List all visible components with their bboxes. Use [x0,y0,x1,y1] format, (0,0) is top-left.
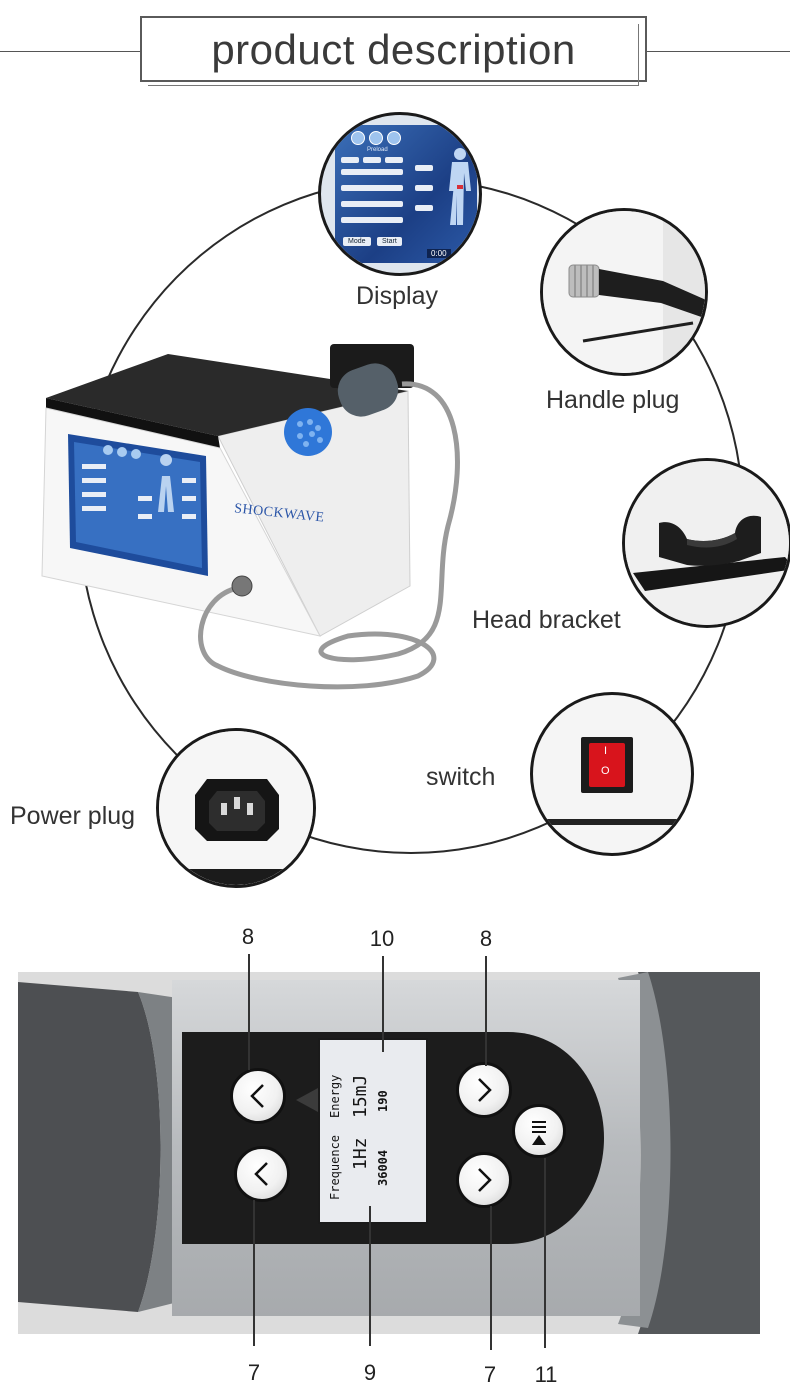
oled-frequency-value: 1Hz [350,1137,371,1170]
label-handle-plug: Handle plug [546,386,680,414]
touch-screen: Preload Mode Start 0:00 [335,125,477,263]
body-figure-icon [449,148,471,225]
header-frame: product description [140,16,647,86]
screen-side-button [415,205,433,211]
chevron-right-icon [478,1078,492,1102]
leader-line [544,1158,546,1348]
screen-start-button: Start [377,237,402,246]
menu-play-icon [532,1121,546,1145]
switch-off-mark: O [601,765,610,777]
label-display: Display [356,282,438,310]
page-title: product description [211,26,576,73]
oled-frequency-label: Frequence [328,1134,342,1200]
power-socket-icon [159,731,313,885]
label-switch: switch [426,763,496,791]
label-power-plug: Power plug [10,802,136,830]
screen-setting-row [341,217,403,223]
head-bracket-icon [625,461,789,625]
callout-10: 10 [369,926,395,951]
frequency-increase-button[interactable] [456,1152,512,1208]
switch-base-edge [533,819,691,825]
device-image: SHOCKWAVE [38,336,508,716]
energy-increase-button[interactable] [456,1062,512,1118]
leader-line [248,954,250,1070]
screen-mode-button: Mode [343,237,371,246]
switch-detail: I O [530,692,694,856]
label-head-bracket: Head bracket [472,606,621,634]
callout-8-right: 8 [479,926,493,951]
callout-11: 11 [534,1362,558,1387]
screen-side-button [415,185,433,191]
screen-preload-label: Preload [367,147,388,153]
oled-display: Energy 15mJ 190 Frequence 1Hz 36004 [318,1038,428,1224]
preset-icon [387,131,401,145]
callout-8-left: 8 [241,924,255,949]
screen-setting-row [341,185,403,191]
chevron-left-icon [254,1162,268,1186]
oled-energy-value: 15mJ [350,1074,371,1118]
screen-setting-row [341,201,403,207]
oled-energy-label: Energy [328,1074,342,1118]
leader-line [382,956,384,1052]
start-stop-button[interactable] [512,1104,566,1158]
rocker-switch [589,743,625,787]
header-rule-left [0,51,140,52]
shockwave-device [41,344,460,690]
chevron-left-icon [250,1084,264,1108]
head-bracket-detail [622,458,790,628]
callout-7-left: 7 [247,1360,261,1385]
screen-side-button [415,165,433,171]
energy-decrease-button[interactable] [230,1068,286,1124]
screen-setting-row [363,157,381,163]
handle-plug-detail [540,208,708,376]
preset-icon [351,131,365,145]
preset-icon [369,131,383,145]
header-rule-right [647,51,790,52]
leader-line [490,1206,492,1350]
callout-7-right: 7 [483,1362,497,1387]
oled-energy-extra: 190 [376,1090,390,1112]
leader-line [253,1200,255,1346]
display-detail: Preload Mode Start 0:00 [318,112,482,276]
callout-9: 9 [363,1360,377,1385]
frequency-decrease-button[interactable] [234,1146,290,1202]
screen-setting-row [341,157,359,163]
oled-count-value: 36004 [376,1149,390,1186]
leader-line [369,1206,371,1346]
screen-setting-row [341,169,403,175]
header-frame-shadow [148,24,639,86]
power-plug-detail [156,728,316,888]
screen-timer: 0:00 [427,249,451,258]
chevron-right-icon [478,1168,492,1192]
leader-line [485,956,487,1066]
screen-setting-row [385,157,403,163]
handle-plug-connector-icon [543,211,705,373]
switch-on-mark: I [604,745,608,757]
